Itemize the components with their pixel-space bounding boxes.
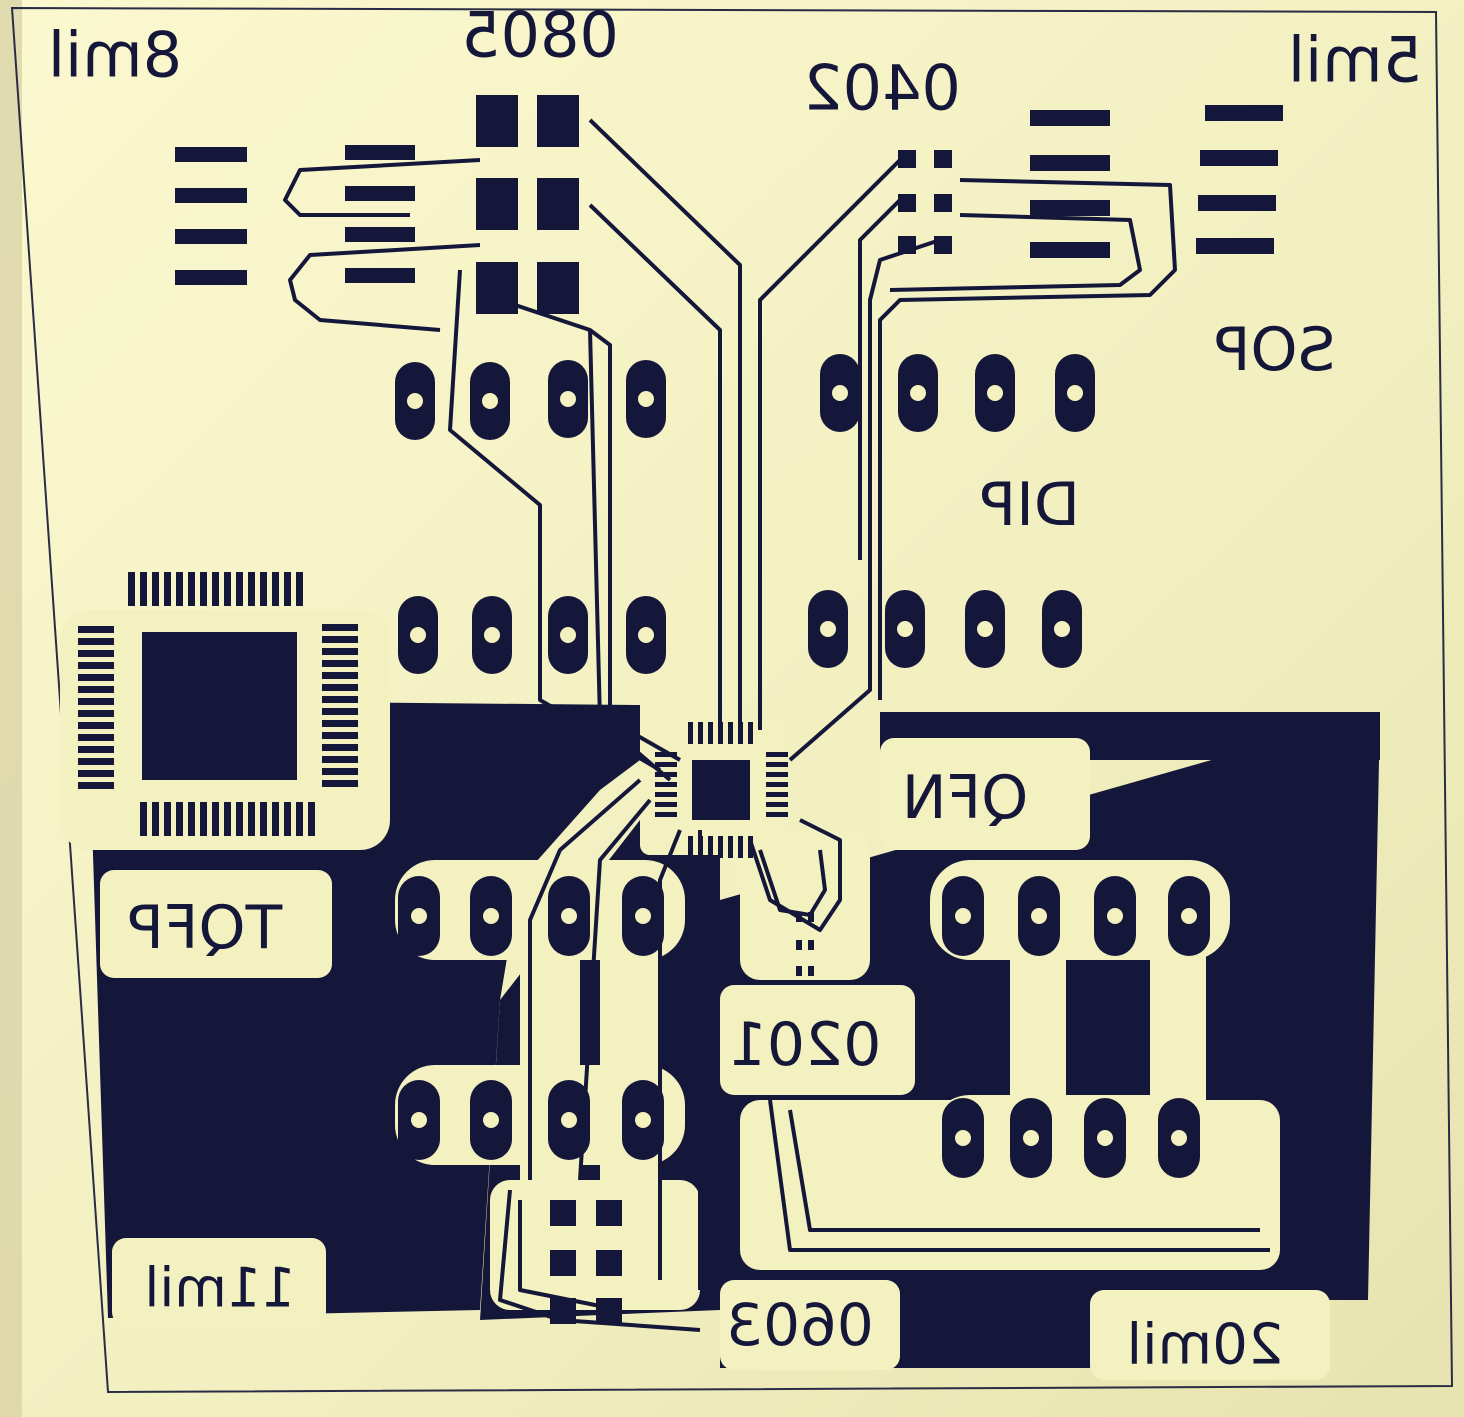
label-dip: DIP xyxy=(980,470,1080,540)
pads-0201 xyxy=(796,912,814,976)
pads-0805 xyxy=(476,95,579,314)
sop-5mil-footprint xyxy=(1030,105,1283,258)
label-0201: 0201 xyxy=(729,1010,882,1080)
label-qfn: QFN xyxy=(902,763,1029,833)
label-0402: 0402 xyxy=(803,52,961,125)
sop-8mil-footprint xyxy=(175,145,415,285)
left-edge-shadow xyxy=(0,0,22,1417)
pour-clearances xyxy=(60,610,1330,1380)
label-11mil: 11mil xyxy=(144,1257,295,1320)
label-20mil: 20mil xyxy=(1127,1313,1284,1378)
silkscreen-labels: 8mil 0805 0402 5mil SOP DIP QFN TQFP 020… xyxy=(48,0,1422,1378)
pads-0402 xyxy=(898,150,952,254)
board-outline xyxy=(10,6,1454,1394)
label-tqfp: TQFP xyxy=(128,893,284,963)
tqfp-footprint xyxy=(78,572,358,836)
label-5mil: 5mil xyxy=(1288,24,1422,97)
copper-block-20mil xyxy=(910,1282,1088,1362)
qfn-footprint xyxy=(655,722,788,858)
label-sop: SOP xyxy=(1214,315,1336,385)
signal-traces xyxy=(283,118,1270,1332)
label-8mil: 8mil xyxy=(48,19,182,92)
label-0805: 0805 xyxy=(461,0,619,72)
lower-dip-pads xyxy=(398,876,1210,1178)
label-0603: 0603 xyxy=(726,1291,874,1359)
dip-pads xyxy=(395,354,1095,674)
pads-0603 xyxy=(550,1200,622,1324)
